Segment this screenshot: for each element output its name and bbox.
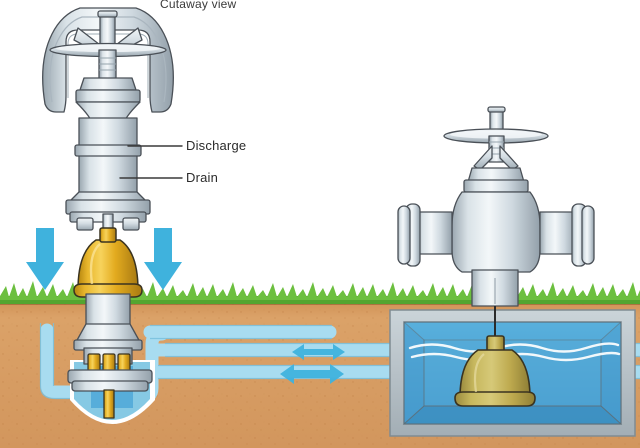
flow-arrow-bidirectional-lower <box>280 364 344 384</box>
tank-left-wall-perspective <box>403 320 425 426</box>
bell-stem-boss <box>99 227 117 243</box>
flow-arrow-down-left <box>26 228 64 290</box>
seat-stem <box>103 389 115 419</box>
suspended-bell-rim <box>454 391 536 407</box>
flow-arrows-underground <box>280 344 345 384</box>
tank-right-wall-perspective <box>600 320 622 426</box>
packing-gland <box>79 77 137 91</box>
flow-arrow-bidirectional-upper <box>292 344 345 360</box>
stem-thread-marks <box>99 57 116 71</box>
bell-highlight <box>89 243 101 285</box>
flow-arrow-down-right <box>144 228 182 290</box>
bell-sleeve <box>85 293 131 329</box>
left-valve-assembly <box>42 7 174 419</box>
label-drain: Drain <box>186 170 219 185</box>
leader-lines <box>119 145 183 179</box>
bell-poppet-brass <box>73 227 143 298</box>
label-discharge: Discharge <box>186 138 247 153</box>
stem-bracket-left <box>76 217 94 231</box>
valve-stem-cap <box>97 10 118 18</box>
riser-body <box>78 117 138 199</box>
riser-band-upper <box>74 144 142 157</box>
cross-valve-stem-cap <box>487 106 506 113</box>
sleeve-taper <box>75 323 141 343</box>
brass-bolts <box>87 353 131 373</box>
cross-flange-left <box>397 203 421 267</box>
water-chamber <box>389 306 636 437</box>
right-cross-valve-assembly <box>397 106 595 307</box>
bonnet-collar <box>75 89 141 103</box>
cross-branch-left <box>415 211 453 255</box>
cross-valve-body <box>451 191 541 273</box>
cross-flange-right <box>571 203 595 267</box>
cross-branch-right <box>539 211 577 255</box>
water-wave-lines <box>408 342 621 362</box>
label-cutaway-view: Cutaway view <box>160 0 237 11</box>
stem-bracket-right <box>122 217 140 231</box>
suspended-bell-highlight <box>473 353 485 393</box>
suspended-bell <box>454 335 536 407</box>
tank-floor-perspective <box>402 405 623 425</box>
cross-valve-bonnet-collar <box>463 179 529 193</box>
flow-arrows-down <box>26 228 182 290</box>
valve-stem-mid <box>98 49 117 81</box>
